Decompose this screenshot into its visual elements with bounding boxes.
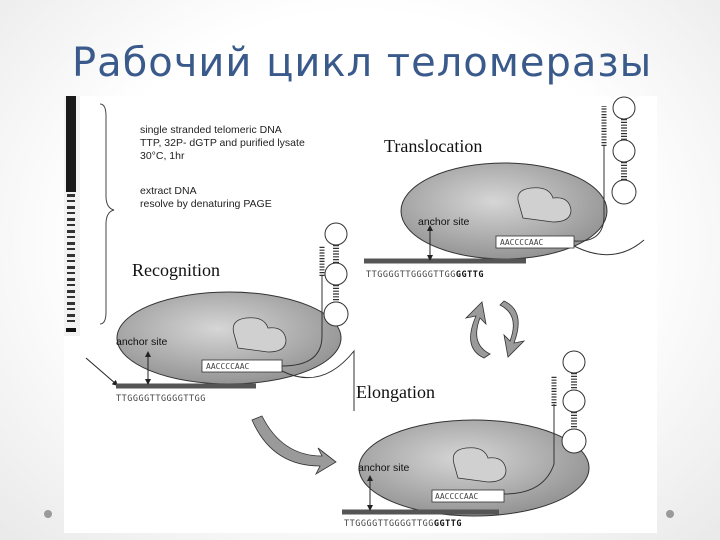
gel-band — [67, 260, 75, 262]
stage-label-recognition: Recognition — [132, 260, 220, 280]
gel-band — [67, 308, 75, 310]
gel-band — [67, 242, 75, 245]
cycle-arrows — [251, 300, 526, 476]
gel-band — [67, 320, 75, 322]
gel-band — [67, 230, 75, 233]
protocol-line: 30°C, 1hr — [140, 150, 185, 162]
anchor-site-recognition: anchor site — [116, 336, 168, 348]
telomerase-cycle-figure: single stranded telomeric DNA TTP, 32P- … — [64, 96, 657, 533]
gel-band — [67, 248, 75, 250]
protocol-line: single stranded telomeric DNA — [140, 124, 282, 136]
protocol-line: TTP, 32P- dGTP and purified lysate — [140, 137, 305, 149]
figure-graphics — [64, 96, 645, 517]
template-elongation: AACCCCAAC — [435, 492, 479, 501]
slide-dot-right — [666, 510, 674, 518]
sequence-translocation: TTGGGGTTGGGGTTGGGGTTG — [366, 270, 484, 280]
gel-band — [67, 302, 75, 305]
gel-band — [67, 290, 75, 293]
gel-band — [67, 266, 75, 269]
gel-band — [67, 314, 75, 317]
stage-label-elongation: Elongation — [356, 382, 435, 402]
gel-band — [67, 212, 75, 214]
gel-band — [67, 200, 75, 202]
anchor-site-translocation: anchor site — [418, 216, 470, 228]
gel-band — [67, 194, 75, 197]
gel-band — [67, 218, 75, 221]
template-recognition: AACCCCAAC — [206, 362, 250, 371]
protocol-line: extract DNA — [140, 185, 197, 197]
enzyme-recognition — [116, 222, 355, 411]
slide-dot-left — [44, 510, 52, 518]
gel-to-recognition-arrow — [85, 357, 119, 386]
gel-band — [67, 296, 75, 298]
sequence-elongation: TTGGGGTTGGGGTTGGGGTTG — [344, 519, 462, 529]
gel-band — [67, 272, 75, 274]
template-translocation: AACCCCAAC — [500, 238, 544, 247]
gel-band — [67, 284, 75, 286]
anchor-site-elongation: anchor site — [358, 462, 410, 474]
gel-band — [67, 206, 75, 209]
enzyme-translocation — [364, 96, 645, 264]
gel-band — [67, 224, 75, 226]
gel-band — [67, 278, 75, 281]
slide-title: Рабочий цикл теломеразы — [72, 40, 653, 86]
gel-lane — [64, 96, 80, 336]
sequence-recognition: TTGGGGTTGGGGTTGG — [116, 394, 206, 404]
enzyme-elongation — [342, 350, 590, 517]
protocol-line: resolve by denaturing PAGE — [140, 198, 272, 210]
gel-band — [67, 236, 75, 238]
stage-label-translocation: Translocation — [384, 136, 483, 156]
gel-band — [67, 254, 75, 257]
protocol-bracket — [99, 103, 115, 325]
